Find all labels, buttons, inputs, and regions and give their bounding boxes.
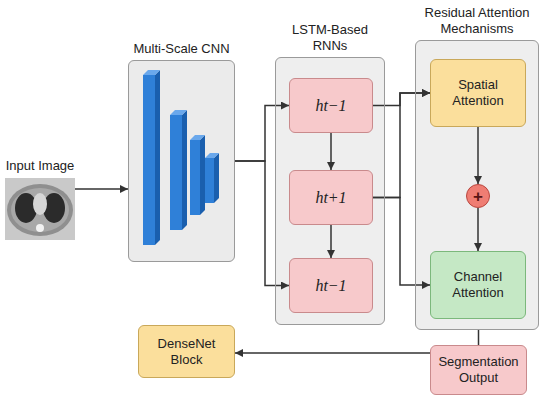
box-label: Segmentation Output xyxy=(437,354,520,386)
cnn-feature-maps xyxy=(143,70,219,245)
group-fill xyxy=(128,60,235,262)
process-box: Segmentation Output xyxy=(430,345,527,395)
group-fill xyxy=(275,57,385,325)
flow-arrow xyxy=(373,93,430,106)
flow-arrow xyxy=(373,93,430,198)
box-label: ht+1 xyxy=(315,190,346,206)
group-panel: LSTM-Based RNNsht−1ht+1ht−1 xyxy=(275,57,385,325)
ct-scan-image xyxy=(5,178,75,240)
flow-arrow xyxy=(235,161,289,286)
group-heading: Residual Attention Mechanisms xyxy=(415,5,539,37)
process-box: DenseNet Block xyxy=(138,325,235,378)
flow-arrow xyxy=(477,208,479,251)
box-label: ht−1 xyxy=(315,278,346,294)
group-panel: Multi-Scale CNN xyxy=(128,60,235,262)
process-box: Spatial Attention xyxy=(430,59,526,127)
box-label: Spatial Attention xyxy=(437,77,519,109)
group-heading: Multi-Scale CNN xyxy=(117,41,247,57)
operator-symbol: + xyxy=(473,188,483,205)
flow-arrow xyxy=(330,225,332,258)
flow-arrow xyxy=(235,352,430,354)
box-label: ht−1 xyxy=(315,98,346,114)
group-panel: Residual Attention MechanismsSpatial Att… xyxy=(415,40,539,330)
flow-arrow xyxy=(373,198,430,286)
process-box: ht−1 xyxy=(289,78,373,133)
group-heading: Input Image xyxy=(0,158,85,174)
flow-arrow xyxy=(330,133,332,170)
flow-arrow xyxy=(75,188,128,190)
process-box: Channel Attention xyxy=(430,251,526,319)
flow-arrow xyxy=(477,127,479,184)
group-heading: LSTM-Based RNNs xyxy=(282,22,378,54)
process-box: ht−1 xyxy=(289,258,373,313)
box-label: Channel Attention xyxy=(437,269,519,301)
flow-arrow xyxy=(235,106,289,162)
box-label: DenseNet Block xyxy=(145,336,228,368)
flow-arrow xyxy=(478,330,480,345)
process-box: ht+1 xyxy=(289,170,373,225)
input-image: Input Image xyxy=(5,178,75,240)
group-fill xyxy=(415,40,539,330)
sum-circle: + xyxy=(466,184,490,208)
